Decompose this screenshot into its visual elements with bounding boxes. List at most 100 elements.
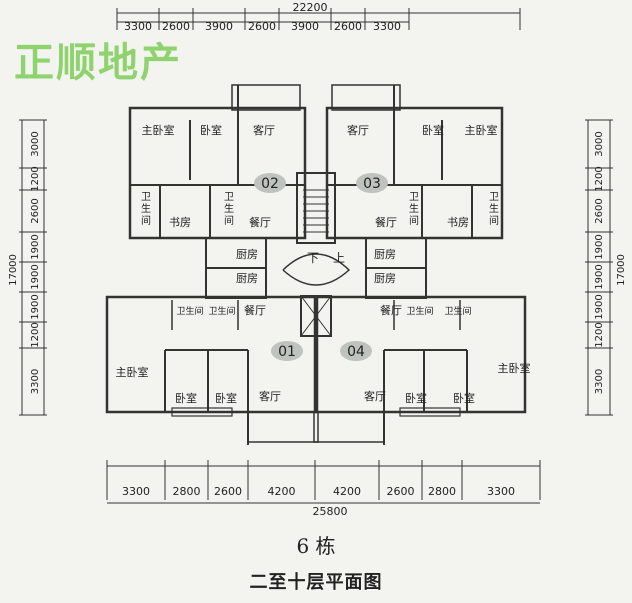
bedroom-label: 卧室 — [405, 391, 427, 405]
lift — [300, 295, 332, 337]
side-total-label: 17000 — [8, 254, 19, 286]
bedroom-label: 卧室 — [215, 391, 237, 405]
bathroom-label: 生 — [141, 202, 151, 215]
side-dim-label: 3300 — [594, 369, 605, 394]
side-dim-label: 3000 — [594, 131, 605, 156]
bottom-dim-label: 4200 — [268, 485, 296, 498]
side-dim-label: 1900 — [30, 264, 41, 289]
west-half — [105, 84, 319, 445]
top-dim-label: 3900 — [205, 20, 233, 33]
bedroom-label: 卧室 — [200, 123, 222, 137]
room-labels: 主卧室卧室客厅客厅卧室主卧室书房书房餐厅餐厅厨房厨房厨房厨房餐厅餐厅卫生间卫生间… — [116, 123, 531, 405]
bottom-dim-label: 3300 — [122, 485, 150, 498]
bottom-total-label: 25800 — [313, 505, 348, 518]
top-dim-label: 3300 — [124, 20, 152, 33]
bottom-dim-label: 4200 — [333, 485, 361, 498]
bathroom-label: 卫生间 — [208, 305, 235, 317]
bathroom-label: 间 — [489, 214, 499, 227]
stair-core — [296, 172, 336, 244]
living-room-label: 客厅 — [364, 389, 386, 403]
bathroom-label: 卫生间 — [406, 305, 433, 317]
dining-room-label: 餐厅 — [244, 303, 266, 317]
lower-unit-outline — [105, 295, 319, 414]
master-bedroom-label: 主卧室 — [498, 361, 531, 375]
dining-room-label: 餐厅 — [380, 303, 402, 317]
side-dim-label: 2600 — [30, 198, 41, 223]
kitchen-label: 厨房 — [374, 272, 396, 285]
bottom-dim-label: 3300 — [487, 485, 515, 498]
bedroom-label: 卧室 — [453, 391, 475, 405]
lobby-outline — [282, 253, 351, 286]
side-dim-label: 3000 — [30, 131, 41, 156]
bathroom-label: 生 — [224, 202, 234, 215]
side-dim-label: 1200 — [594, 322, 605, 347]
bottom-dim-label: 2600 — [214, 485, 242, 498]
bathroom-label: 间 — [141, 214, 151, 227]
side-dim-label: 1900 — [30, 234, 41, 259]
stair-down-label: 下 — [307, 251, 319, 265]
balcony — [247, 411, 319, 443]
bottom-dim-label: 2600 — [387, 485, 415, 498]
side-dim-label: 1900 — [594, 294, 605, 319]
dining-room-label: 餐厅 — [375, 215, 397, 229]
bottom-dim-label: 2800 — [173, 485, 201, 498]
side-dim-label: 3300 — [30, 369, 41, 394]
kitchen-label: 厨房 — [236, 248, 258, 261]
unit-number: 04 — [347, 344, 365, 360]
bedroom-label: 卧室 — [175, 391, 197, 405]
top-total-label: 22200 — [293, 1, 328, 14]
unit-number: 01 — [278, 344, 296, 360]
bathroom-label: 卫生间 — [176, 305, 203, 317]
bathroom-label: 卫 — [141, 192, 151, 203]
top-dim-label: 2600 — [248, 20, 276, 33]
top-dim-label: 2600 — [334, 20, 362, 33]
unit-number: 02 — [261, 176, 279, 192]
unit-badge — [340, 341, 372, 361]
side-dim-label: 1900 — [594, 234, 605, 259]
lift-cross — [300, 295, 332, 337]
bathroom-label: 卫 — [489, 192, 499, 203]
side-dim-label: 1900 — [594, 264, 605, 289]
walls — [105, 84, 527, 445]
balcony — [331, 84, 401, 111]
east-half — [313, 84, 527, 445]
dimension-lines: 22200 3300 2600 3900 2600 3900 2600 3300 3300 280… — [8, 1, 627, 518]
bathroom-label: 卫生间 — [444, 305, 471, 317]
watermark-logo: 正顺地产 — [14, 40, 182, 86]
bathroom-label: 间 — [409, 214, 419, 227]
top-dim-label: 3900 — [291, 20, 319, 33]
building-number: 6 栋 — [296, 534, 336, 558]
top-dim-label: 2600 — [162, 20, 190, 33]
window-bay — [171, 407, 233, 417]
balcony — [313, 411, 385, 443]
dining-room-label: 餐厅 — [249, 215, 271, 229]
master-bedroom-label: 主卧室 — [142, 123, 175, 137]
bathroom-label: 生 — [409, 202, 419, 215]
side-dim-label: 1200 — [30, 322, 41, 347]
master-bedroom-label: 主卧室 — [116, 365, 149, 379]
bathroom-label: 生 — [489, 202, 499, 215]
study-label: 书房 — [447, 216, 469, 229]
side-dim-label: 2600 — [594, 198, 605, 223]
unit-badge — [254, 173, 286, 193]
master-bedroom-label: 主卧室 — [465, 123, 498, 137]
kitchen-label: 厨房 — [236, 272, 258, 285]
bathroom-label: 间 — [224, 214, 234, 227]
bathroom-label: 卫 — [224, 192, 234, 203]
unit-badge — [271, 341, 303, 361]
lower-unit-outline — [313, 295, 527, 414]
living-room-label: 客厅 — [253, 123, 275, 137]
bedroom-label: 卧室 — [422, 123, 444, 137]
side-dim-label: 1200 — [30, 166, 41, 191]
side-total-label: 17000 — [616, 254, 627, 286]
unit-badge — [356, 173, 388, 193]
top-dim-label: 3300 — [373, 20, 401, 33]
unit-number: 03 — [363, 176, 381, 192]
floor-plan-title: 二至十层平面图 — [249, 572, 383, 593]
living-room-label: 客厅 — [259, 389, 281, 403]
side-dim-label: 1900 — [30, 294, 41, 319]
stair-up-label: 上 — [333, 251, 345, 265]
living-room-label: 客厅 — [347, 123, 369, 137]
bottom-dim-label: 2800 — [428, 485, 456, 498]
